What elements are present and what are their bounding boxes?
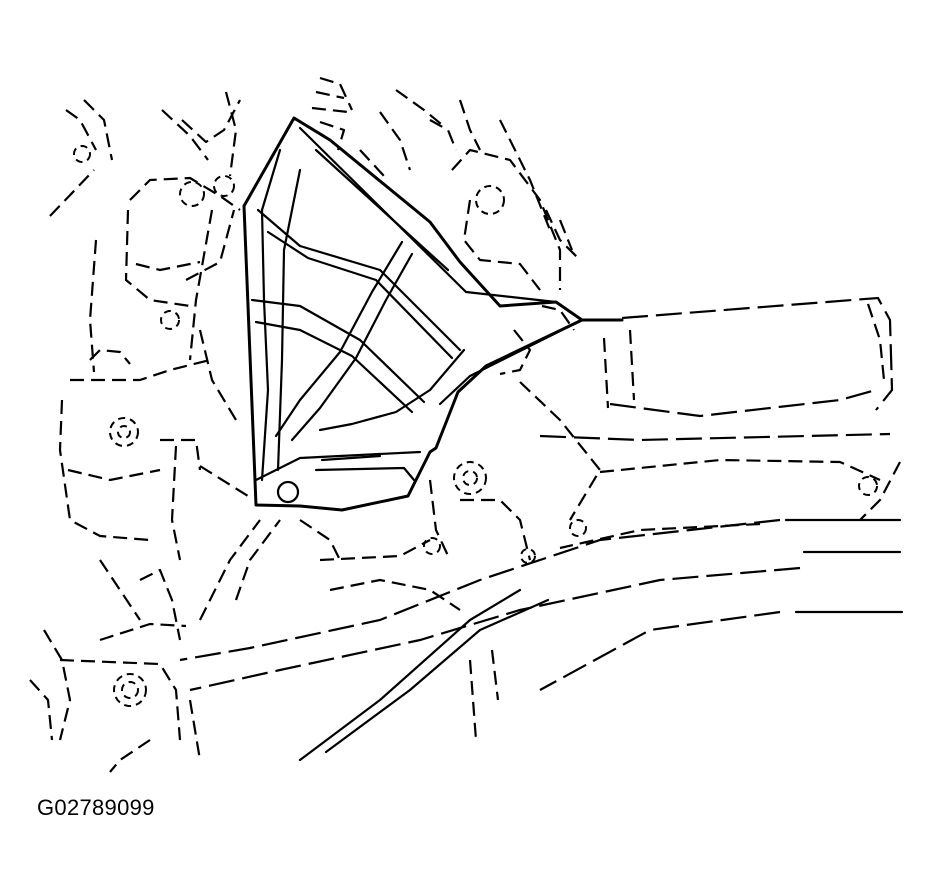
figure-id-label: G02789099 <box>37 795 155 820</box>
highlighted-bracket-component <box>242 116 624 512</box>
surrounding-parts <box>29 76 904 773</box>
